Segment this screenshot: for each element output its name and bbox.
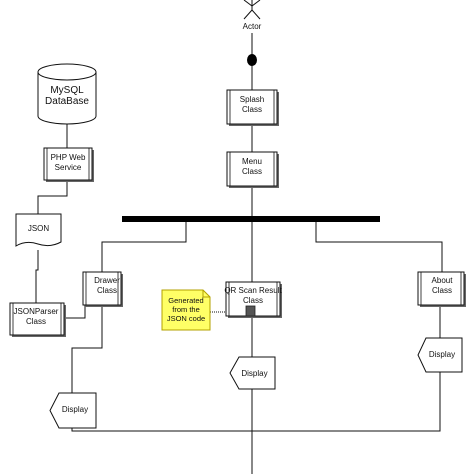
- edge-php-json: [37, 180, 68, 214]
- php-service-node: [43, 147, 94, 182]
- json-node: [15, 213, 62, 247]
- edge-display-left-merge: [71, 428, 252, 432]
- database-label: MySQL DataBase: [45, 85, 89, 107]
- note-shape: [161, 289, 211, 331]
- json-label: JSON: [27, 224, 50, 233]
- splash-node: [226, 89, 279, 126]
- json-parser-node: [9, 302, 66, 337]
- edge-display-right-merge: [252, 372, 441, 432]
- qr-scan-label: QR Scan Result Class: [224, 286, 282, 305]
- note-text: Generated from the JSON code: [166, 296, 206, 323]
- actor-label: Actor: [242, 22, 262, 31]
- actor-icon: [243, 0, 261, 20]
- display-center-label: Display: [241, 369, 268, 378]
- display-left-label: Display: [61, 405, 89, 414]
- display-left-node: [49, 392, 97, 429]
- display-center-node: [229, 356, 276, 390]
- edge-fork-about: [315, 221, 443, 272]
- note-anchor-icon: [245, 305, 256, 317]
- about-label: About Class: [431, 276, 453, 295]
- menu-node: [226, 151, 279, 188]
- edge-json-parser: [35, 250, 39, 303]
- drawer-node: [82, 271, 123, 307]
- json-parser-label: JSONParser Class: [13, 307, 59, 326]
- edge-drawer-display-left: [71, 305, 103, 393]
- fork-bar: [122, 216, 380, 222]
- initial-node-icon: [247, 54, 257, 66]
- drawer-label: Drawer Class: [94, 276, 120, 295]
- edge-fork-drawer: [101, 221, 187, 272]
- database-node: [37, 63, 97, 125]
- about-node: [417, 271, 466, 307]
- menu-label: Menu Class: [241, 157, 262, 176]
- display-right-label: Display: [428, 350, 456, 359]
- splash-label: Splash Class: [239, 95, 265, 114]
- display-right-node: [417, 337, 463, 373]
- php-service-label: PHP Web Service: [50, 153, 86, 172]
